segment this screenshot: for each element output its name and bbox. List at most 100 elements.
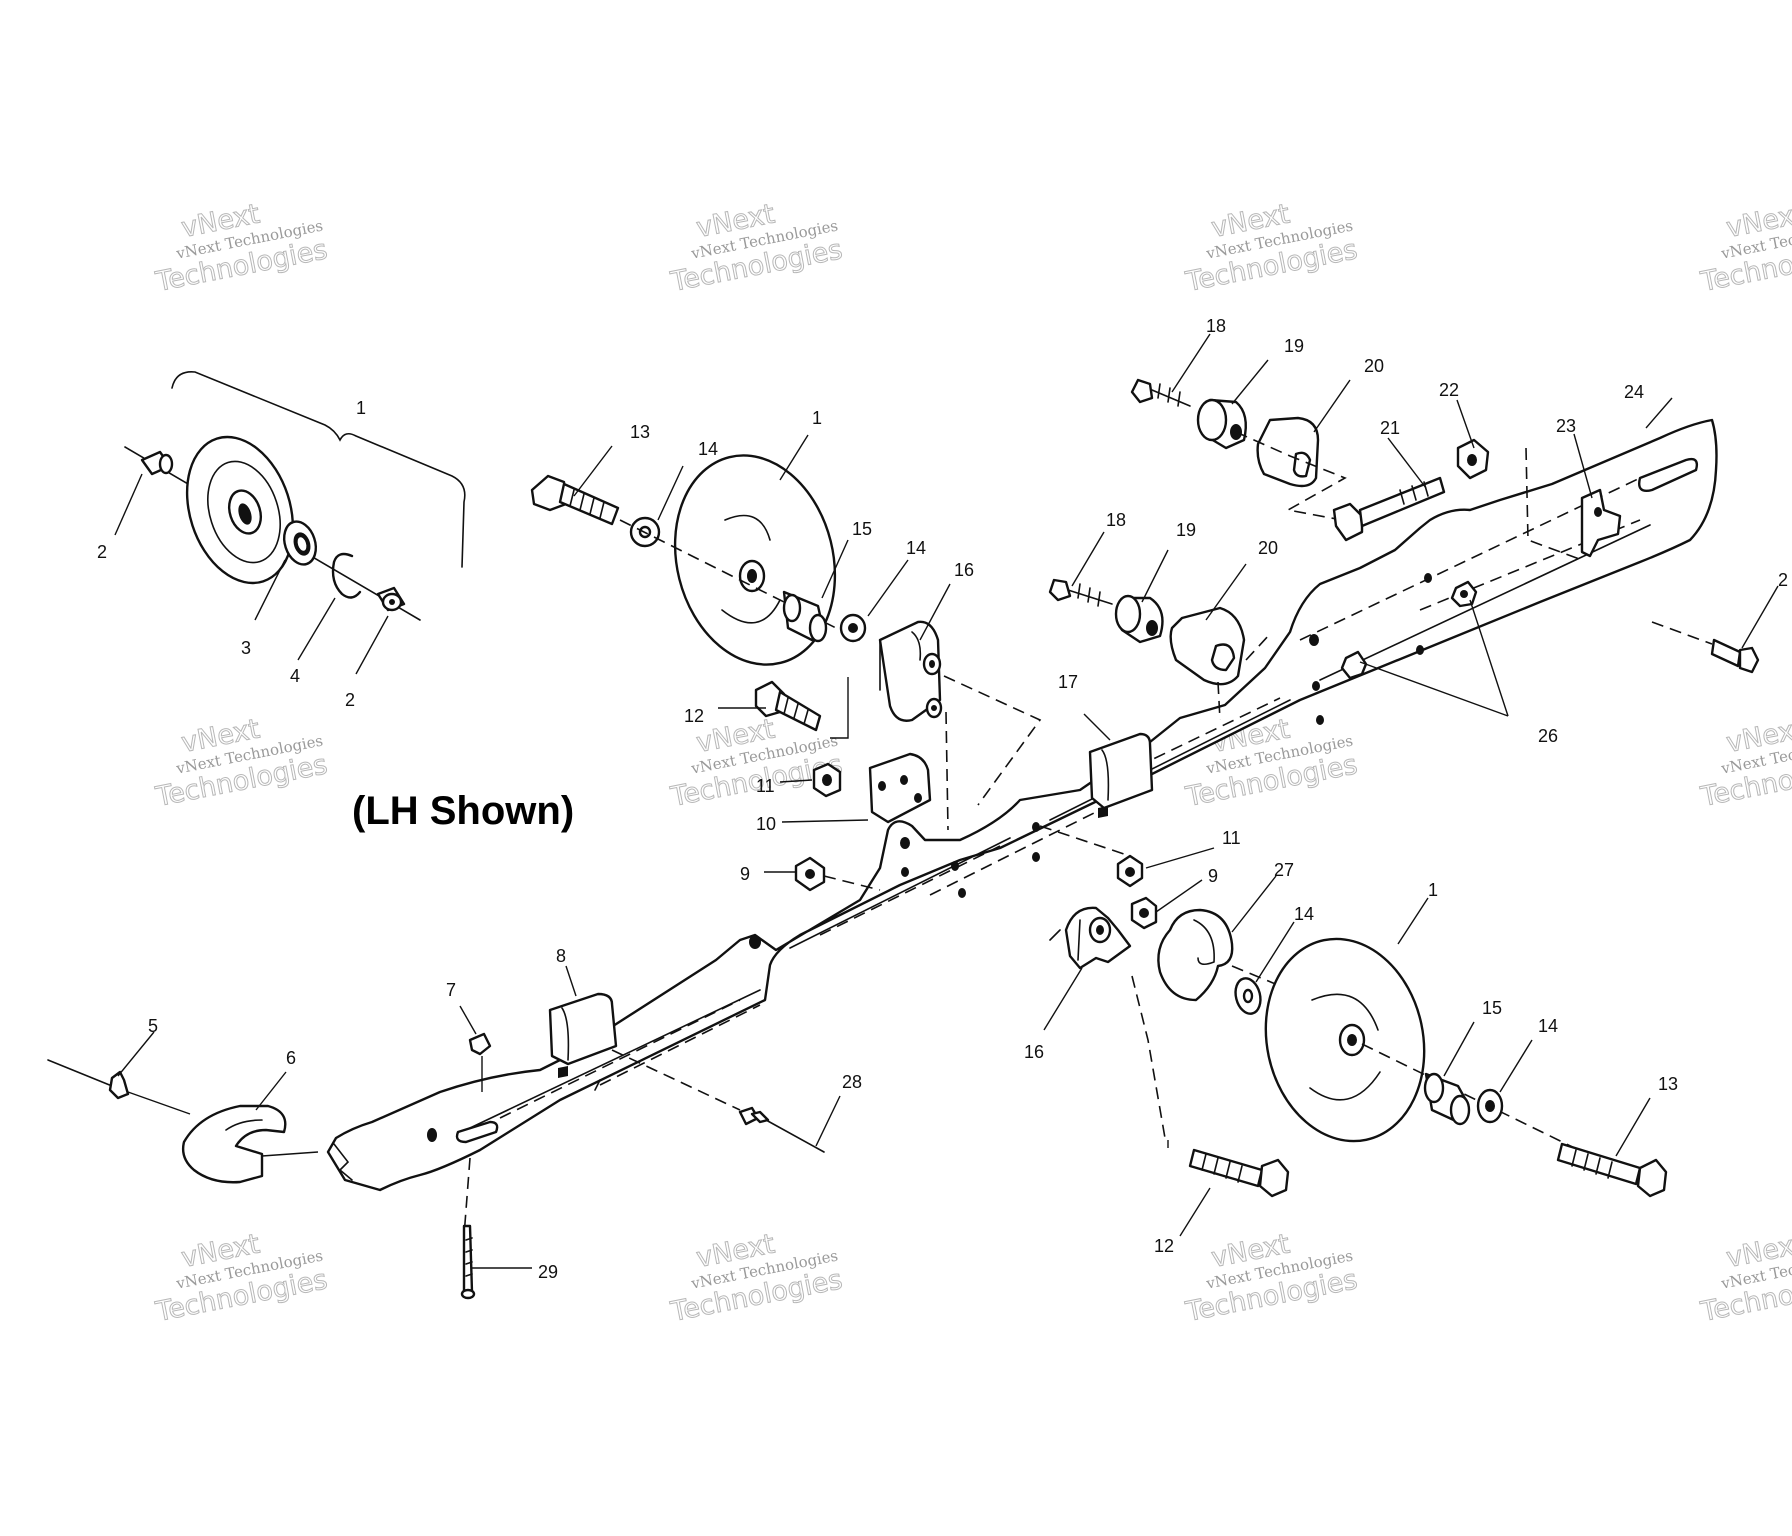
callout-16: 16 [954,560,974,580]
bumper-20-upper [1256,416,1320,488]
leader [261,1151,319,1157]
snap-ring [331,552,362,599]
assembly-line [1525,447,1583,561]
assembly-line [1235,431,1347,521]
callout-13: 13 [1658,1074,1678,1094]
bolt-12-upper [754,680,822,732]
callout-1: 1 [1428,880,1438,900]
rivet-5 [108,1070,130,1100]
bolt-13-upper [530,474,620,526]
spacer-15-lower [1423,1072,1471,1126]
bumper-20-lower [1169,606,1246,686]
rail-crease [469,524,1651,1129]
assembly-line [945,711,949,831]
watermark: vNext vNext Technologies Technologies [1697,198,1792,298]
callout-2: 2 [345,690,355,710]
bushing-19-upper [1196,398,1247,450]
callout-7: 7 [446,980,456,1000]
nut-11-lower [1116,854,1144,888]
watermark: vNext vNext Technologies Technologies [1697,1228,1792,1328]
nut-11-upper [812,762,842,798]
bolt-12-lower [1188,1148,1290,1198]
callout-12: 12 [684,706,704,726]
callout-15: 15 [852,519,872,539]
nut-26-a [1340,650,1368,680]
rail-dash-line [499,477,1641,1119]
callout-9: 9 [1208,866,1218,886]
watermark-layer: vNext vNext Technologies Technologies vN… [152,198,1792,1328]
bracket-16-lower [1064,906,1132,970]
bumper-27 [1157,908,1234,1002]
callout-28: 28 [842,1072,862,1092]
hub-cap-right [376,586,406,612]
washer-14-lower-b [1476,1088,1504,1124]
callout-11: 11 [756,776,775,796]
callout-18: 18 [1106,510,1126,530]
bolt-25 [1710,638,1760,674]
callout-8: 8 [556,946,566,966]
assembly-line [463,1157,471,1237]
slider-block-17 [1088,732,1154,818]
axis-line [823,875,881,891]
washer-14-upper-b [839,613,867,643]
assembly-line [1217,633,1271,721]
hook-6 [181,1104,287,1184]
watermark: vNext vNext Technologies Technologies [152,713,330,813]
callout-4: 4 [290,666,300,686]
callout-19: 19 [1284,336,1304,356]
watermark: vNext vNext Technologies Technologies [1182,1228,1360,1328]
leader [830,677,849,739]
callout-14: 14 [1538,1016,1558,1036]
axis-line [619,519,861,641]
callout-11: 11 [1222,828,1241,848]
callout-5: 5 [148,1016,158,1036]
wheel-assembly-inset [114,371,466,675]
suspension-rail [326,418,1718,1192]
watermark: vNext vNext Technologies Technologies [667,198,845,298]
leader [127,1091,191,1115]
watermark: vNext vNext Technologies Technologies [152,198,330,298]
watermark: vNext vNext Technologies Technologies [1697,713,1792,813]
bearing [282,520,318,566]
callout-21: 21 [1380,418,1400,438]
inset-bracket [171,371,466,568]
bracket-16-upper [878,620,943,722]
callout-9: 9 [740,864,750,884]
callout-14: 14 [698,439,718,459]
callout-19: 19 [1176,520,1196,540]
axis-line [1039,825,1131,857]
screw-29 [460,1224,476,1300]
assembly-line [1131,975,1166,1139]
callout-26: 26 [1538,726,1558,746]
callout-22: 22 [1439,380,1459,400]
callout-10: 10 [756,814,776,834]
watermark: vNext vNext Technologies Technologies [152,1228,330,1328]
nut-9-left [794,856,826,892]
axis-line [47,1059,113,1087]
rail-slot [455,1120,499,1144]
bracket-23 [1580,488,1622,558]
callout-3: 3 [241,638,251,658]
callout-24: 24 [1624,382,1644,402]
callout-1: 1 [356,398,366,418]
assembly-line [1651,621,1713,645]
bushing-19-lower [1114,594,1164,644]
watermark: vNext vNext Technologies Technologies [1182,198,1360,298]
callout-25-partial: 2 [1778,570,1788,590]
callout-20: 20 [1364,356,1384,376]
callout-14: 14 [906,538,926,558]
bolt-21 [1332,476,1446,542]
callout-15: 15 [1482,998,1502,1018]
idler-wheel-upper [673,454,837,666]
leader-lines [117,333,1779,1269]
nut-22 [1456,438,1490,480]
clip-7 [468,1032,492,1056]
callout-14: 14 [1294,904,1314,924]
callout-18: 18 [1206,316,1226,336]
callout-29: 29 [538,1262,558,1282]
callout-16: 16 [1024,1042,1044,1062]
callout-23: 23 [1556,416,1576,436]
inset-wheel [185,435,295,585]
assembly-line [943,675,1042,806]
